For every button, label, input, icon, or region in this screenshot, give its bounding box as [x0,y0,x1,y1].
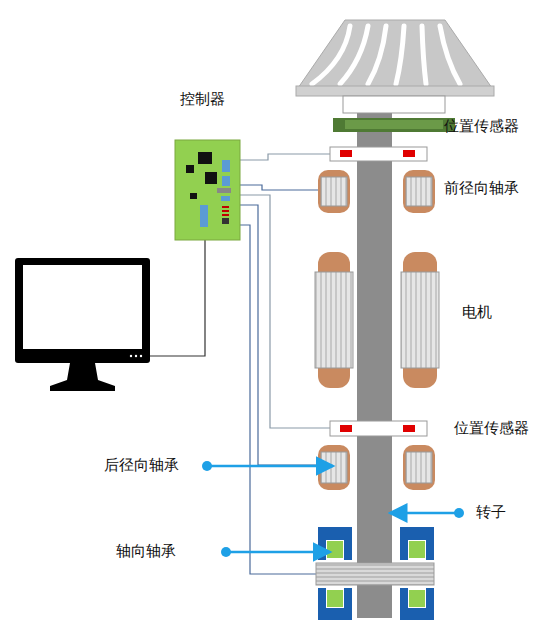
bearing-label: 前径向轴承 [444,179,519,197]
controller-label: 控制器 [180,90,225,108]
bearing-label: 轴向轴承 [116,542,176,560]
sensor-label: 位置传感器 [444,117,519,135]
rotor-label: 转子 [476,503,506,521]
bearing-label: 后径向轴承 [104,456,179,474]
motor-label: 电机 [462,303,492,321]
sensor-label: 位置传感器 [454,419,529,437]
